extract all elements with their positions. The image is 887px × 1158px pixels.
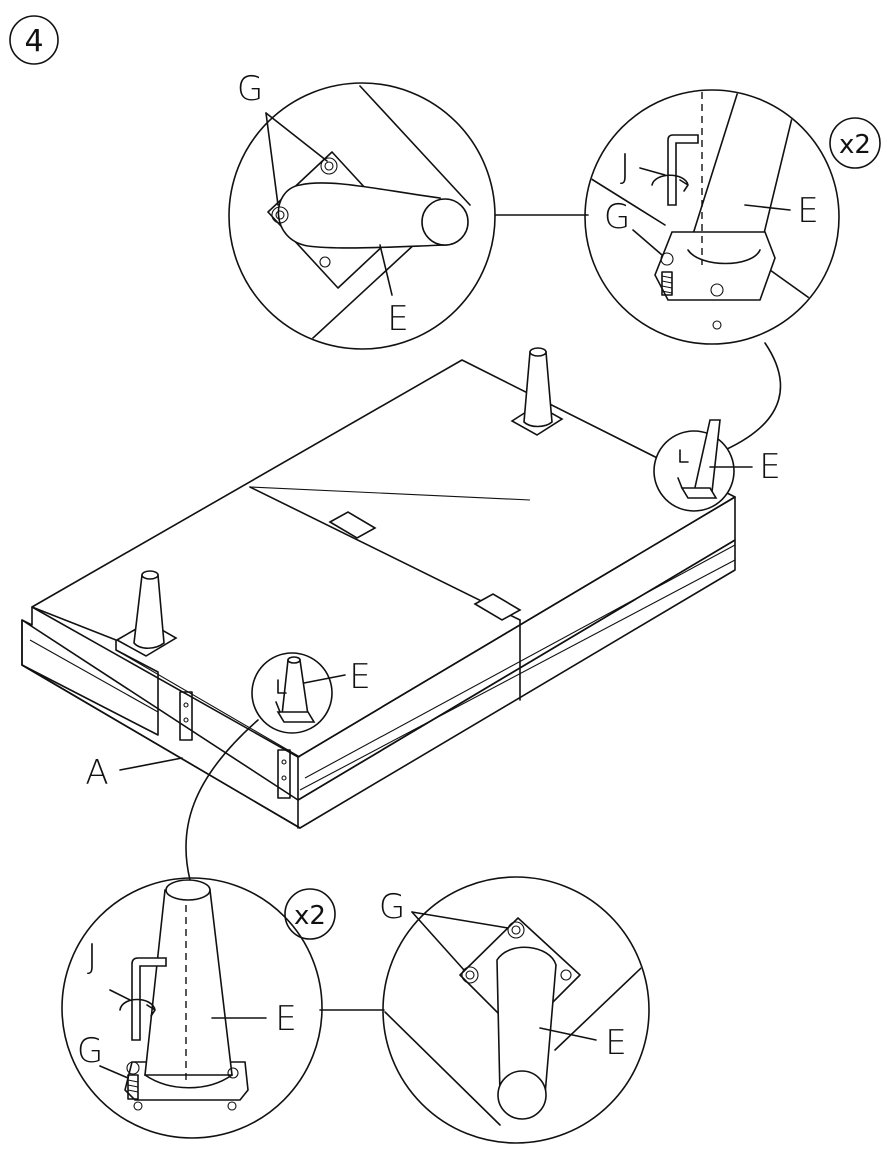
label-g-bottom-left: G [77, 1031, 103, 1071]
connector-arc [185, 719, 259, 881]
detail-top-right: J G E x2 [584, 89, 881, 345]
label-e-bottom-left: E [275, 999, 296, 1039]
label-e-mid-right: E [759, 447, 780, 487]
allen-key-J [667, 134, 699, 206]
mounting-plate [654, 231, 776, 301]
leg-E [277, 182, 447, 249]
quantity-top-right: x2 [839, 130, 871, 160]
label-g-top-right: G [604, 197, 630, 237]
label-e-bottom-right: E [605, 1023, 626, 1063]
label-e-top-left: E [387, 299, 408, 339]
step-number: 4 [24, 24, 43, 59]
label-j-bottom-left: J [87, 937, 97, 977]
leg-E [144, 889, 233, 1076]
rotate-arrow-icon [119, 998, 156, 1017]
sofa-frame-A [21, 359, 736, 829]
detail-front: E [251, 652, 371, 734]
label-g-top-left: G [237, 69, 263, 109]
rotate-arrow-icon [651, 174, 689, 192]
detail-bottom-left: J G E x2 [61, 877, 336, 1139]
detail-top-left: G E [228, 69, 496, 350]
step-marker: 4 [9, 15, 59, 65]
leg-E [686, 91, 802, 251]
quantity-bottom-left: x2 [294, 901, 326, 931]
hinge [473, 593, 522, 621]
hinge [328, 511, 377, 539]
label-a-frame: A [85, 753, 108, 793]
label-e-mid-front: E [349, 657, 370, 697]
leg-back [510, 347, 564, 436]
connector-arc [724, 342, 782, 451]
leg-left [115, 570, 178, 657]
label-g-bottom-right: G [379, 887, 405, 927]
detail-mid-right: E [653, 419, 781, 512]
label-j-top-right: J [620, 147, 630, 187]
detail-bottom-right: G E [379, 876, 650, 1144]
label-e-top-right: E [797, 191, 818, 231]
